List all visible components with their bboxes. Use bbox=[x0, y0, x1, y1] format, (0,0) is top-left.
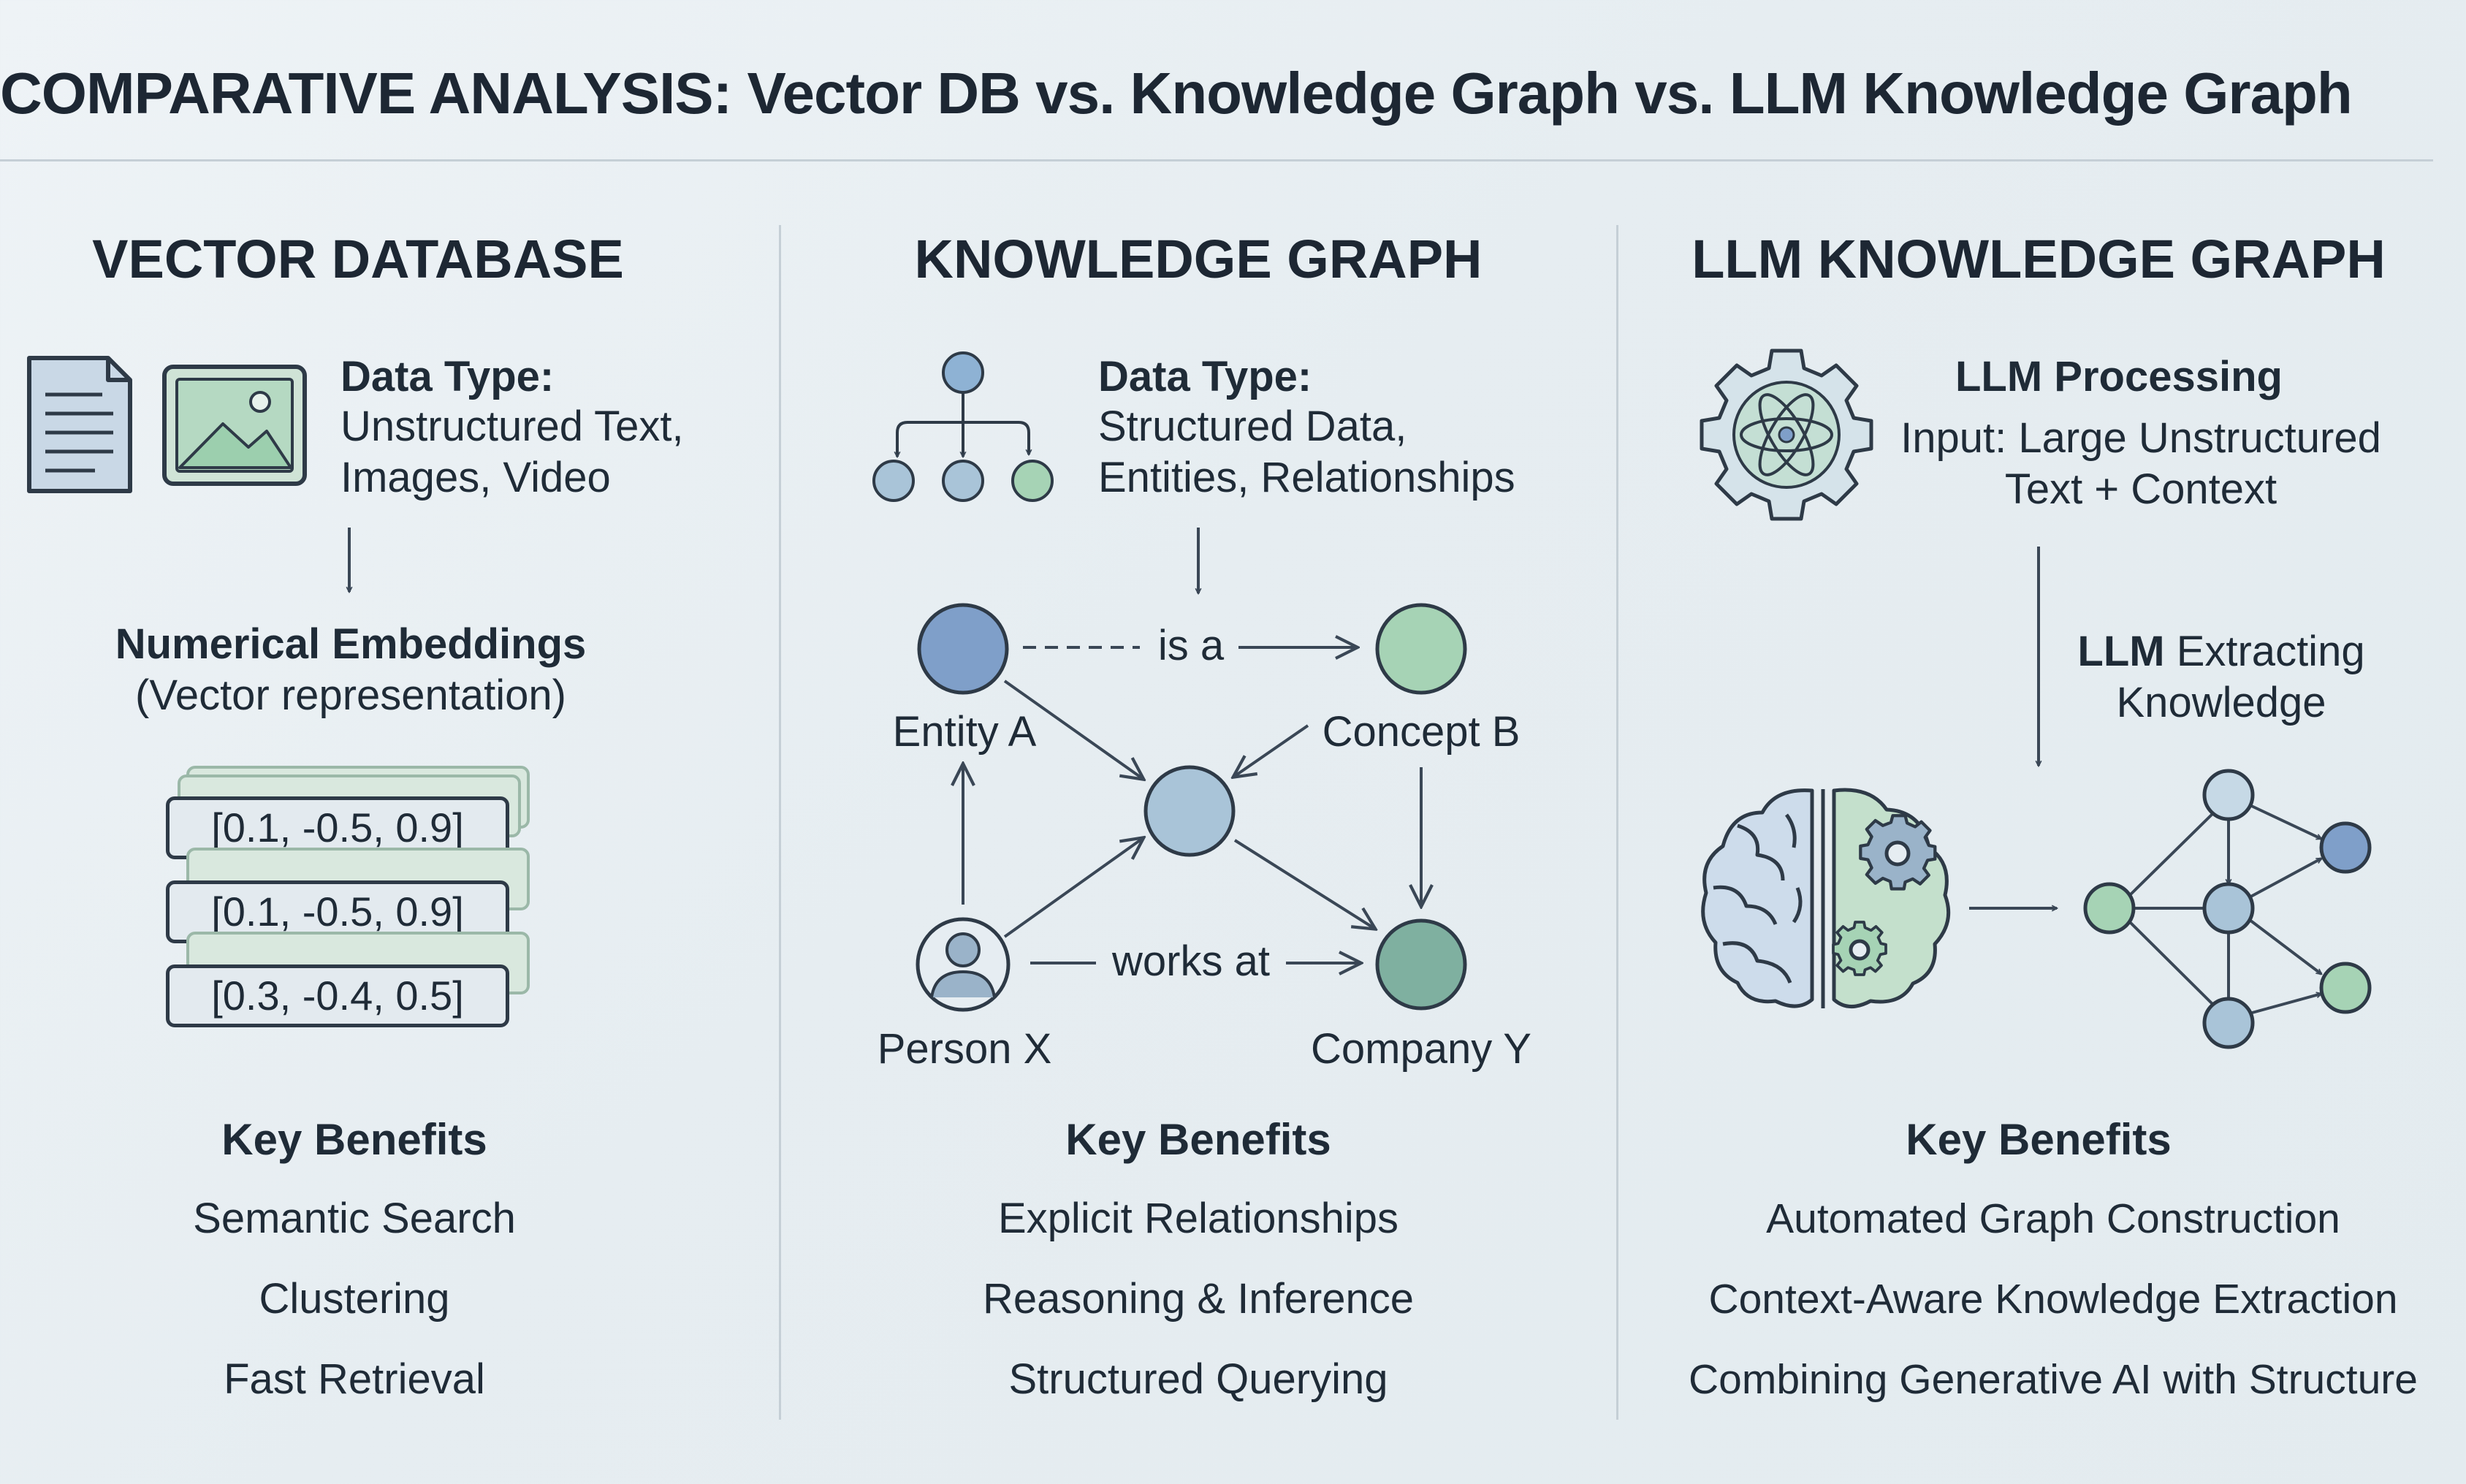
embeddings-subtitle: (Vector representation) bbox=[135, 671, 566, 719]
embeddings-title: Numerical Embeddings bbox=[115, 620, 587, 668]
person-icon bbox=[916, 917, 1011, 1012]
kg-benefit-item: Explicit Relationships bbox=[997, 1195, 1399, 1242]
vector-db-heading: VECTOR DATABASE bbox=[92, 229, 624, 289]
kg-data-type-line2: Entities, Relationships bbox=[1098, 454, 1515, 501]
entity-to-center-edge bbox=[1003, 680, 1142, 778]
llm-graph-leaf-1 bbox=[2319, 821, 2372, 874]
vector-benefit-item: Semantic Search bbox=[193, 1195, 516, 1242]
kg-network bbox=[963, 647, 1421, 963]
kg-data-type-label: Data Type: bbox=[1098, 353, 1312, 400]
entity-a-label: Entity A bbox=[892, 708, 1037, 756]
page-title: COMPARATIVE ANALYSIS: Vector DB vs. Know… bbox=[0, 61, 2353, 126]
column-divider-1 bbox=[779, 225, 781, 1420]
concept-b-node bbox=[1375, 603, 1467, 695]
hierarchy-icon bbox=[872, 351, 1054, 502]
column-divider-2 bbox=[1616, 225, 1618, 1420]
concept-b-label: Concept B bbox=[1322, 708, 1521, 756]
llm-output-graph bbox=[2128, 802, 2321, 1016]
vector-benefit-item: Clustering bbox=[259, 1275, 450, 1323]
vector-data-type-label: Data Type: bbox=[340, 353, 555, 400]
llm-input-line2: Text + Context bbox=[2004, 465, 2277, 513]
llm-benefit-item: Automated Graph Construction bbox=[1766, 1195, 2340, 1242]
knowledge-graph-heading: KNOWLEDGE GRAPH bbox=[914, 229, 1483, 289]
title-divider bbox=[0, 159, 2433, 161]
llm-input-line1: Input: Large Unstructured bbox=[1900, 414, 2381, 462]
kg-benefit-item: Structured Querying bbox=[1008, 1355, 1388, 1403]
brain-gear-icon bbox=[1701, 788, 1951, 1008]
company-y-label: Company Y bbox=[1311, 1025, 1531, 1073]
person-to-center-edge bbox=[1003, 839, 1142, 938]
kg-data-type-line1: Structured Data, bbox=[1098, 403, 1407, 450]
vector-data-type-line1: Unstructured Text, bbox=[340, 403, 684, 450]
vector-row: [0.3, -0.4, 0.5] bbox=[166, 964, 509, 1027]
concept-to-center-edge bbox=[1235, 724, 1309, 776]
llm-graph-source-node bbox=[2083, 882, 2136, 935]
llm-graph-node-top bbox=[2202, 769, 2255, 821]
llm-benefit-item: Context-Aware Knowledge Extraction bbox=[1708, 1276, 2398, 1323]
vector-data-type-line2: Images, Video bbox=[340, 454, 611, 501]
works-at-edge-label: works at bbox=[1112, 937, 1270, 985]
vector-benefits-title: Key Benefits bbox=[221, 1115, 487, 1164]
document-icon bbox=[27, 356, 132, 493]
llm-benefit-item: Combining Generative AI with Structure bbox=[1689, 1356, 2418, 1403]
llm-benefits-title: Key Benefits bbox=[1906, 1115, 2172, 1164]
center-to-company-edge bbox=[1233, 839, 1374, 928]
atom-gear-icon bbox=[1700, 349, 1873, 521]
llm-graph-node-mid bbox=[2202, 882, 2255, 935]
llm-extracting-bold: LLM bbox=[2077, 628, 2165, 675]
image-icon bbox=[162, 365, 307, 486]
center-node bbox=[1143, 765, 1236, 857]
kg-benefits-title: Key Benefits bbox=[1065, 1115, 1331, 1164]
is-a-edge-label: is a bbox=[1157, 622, 1225, 669]
person-x-label: Person X bbox=[877, 1025, 1052, 1073]
llm-extracting-rest: Extracting bbox=[2164, 628, 2365, 675]
vector-benefit-item: Fast Retrieval bbox=[224, 1355, 485, 1403]
company-y-node bbox=[1375, 918, 1467, 1011]
kg-benefit-item: Reasoning & Inference bbox=[982, 1275, 1415, 1323]
llm-extracting-line1: LLM Extracting bbox=[2053, 627, 2389, 677]
llm-graph-node-bottom bbox=[2202, 997, 2255, 1049]
llm-graph-leaf-2 bbox=[2319, 962, 2372, 1014]
llm-extracting-line2: Knowledge bbox=[2116, 679, 2326, 726]
llm-kg-heading: LLM KNOWLEDGE GRAPH bbox=[1691, 229, 2386, 289]
entity-a-node bbox=[917, 603, 1009, 695]
llm-processing-title: LLM Processing bbox=[1955, 353, 2283, 400]
